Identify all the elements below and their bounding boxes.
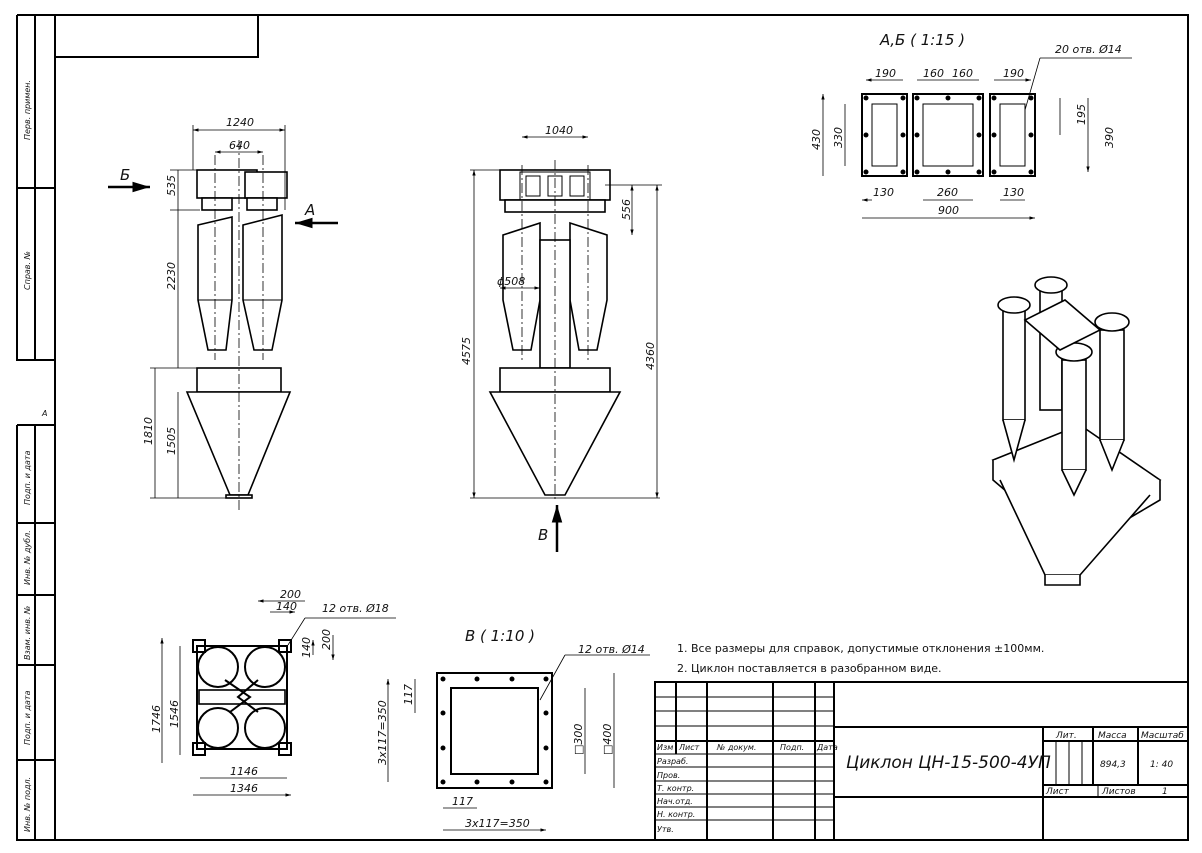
plan-view: 200 140 12 отв. Ø18 140 200 1746 1546 11… bbox=[150, 588, 396, 795]
front-view: 1240 640 535 2230 1810 1505 Б А bbox=[108, 116, 338, 510]
scale-label: Масштаб bbox=[1141, 731, 1184, 741]
view-v-dim-300: □300 bbox=[572, 724, 585, 755]
header-doc-no: № докум. bbox=[716, 743, 756, 752]
view-ab: А,Б ( 1:15 ) 20 отв. Ø14 190 160 160 190… bbox=[810, 31, 1132, 218]
dim-130a: 130 bbox=[873, 186, 894, 199]
dim-900: 900 bbox=[938, 204, 959, 217]
title-block: Изм Лист № докум. Подп. Дата Разраб. Про… bbox=[654, 681, 1189, 841]
view-v-dim-350h: 3x117=350 bbox=[465, 817, 530, 830]
view-v-dim-117v: 117 bbox=[402, 684, 415, 705]
header-izm: Изм bbox=[657, 743, 673, 752]
notes: 1. Все размеры для справок, допустимые о… bbox=[677, 642, 1044, 675]
plan-dim-1746: 1746 bbox=[150, 705, 163, 733]
dim-1505: 1505 bbox=[165, 427, 178, 455]
dim-640: 640 bbox=[229, 139, 250, 152]
sheet-label: Лист bbox=[1045, 787, 1070, 797]
role-prov: Пров. bbox=[657, 771, 680, 780]
lit-label: Лит. bbox=[1055, 731, 1077, 741]
plan-dim-1546: 1546 bbox=[168, 700, 181, 728]
drawing-name: Циклон ЦН-15-500-4УП bbox=[846, 753, 1051, 773]
dim-556: 556 bbox=[620, 199, 633, 220]
plan-dim-200: 200 bbox=[280, 588, 301, 601]
perv-primen-label: Перв. примен. bbox=[23, 80, 32, 140]
dim-1810: 1810 bbox=[142, 417, 155, 445]
side-strip: Перв. примен. Справ. № А Подп. и дата Ин… bbox=[16, 14, 55, 841]
role-utv: Утв. bbox=[657, 825, 674, 834]
podp-data-label-2: Подп. и дата bbox=[23, 690, 32, 745]
plan-dim-1346: 1346 bbox=[230, 782, 258, 795]
dim-2230: 2230 bbox=[165, 262, 178, 290]
dim-195: 195 bbox=[1075, 104, 1088, 125]
plan-dim-140: 140 bbox=[276, 600, 297, 613]
dim-390: 390 bbox=[1103, 127, 1116, 148]
role-t-kontr: Т. контр. bbox=[657, 784, 694, 793]
arrow-b-label: Б bbox=[120, 166, 130, 184]
dim-160a: 160 bbox=[923, 67, 944, 80]
format-mark: А bbox=[41, 409, 47, 418]
dim-1040: 1040 bbox=[545, 124, 573, 137]
plan-dim-1146: 1146 bbox=[230, 765, 258, 778]
dim-260: 260 bbox=[937, 186, 958, 199]
side-view: 1040 556 ϕ508 4575 4360 В bbox=[460, 124, 662, 552]
view-v-title: В ( 1:10 ) bbox=[465, 627, 535, 645]
vzam-inv-label: Взам. инв. № bbox=[23, 606, 32, 660]
plan-holes: 12 отв. Ø18 bbox=[322, 602, 389, 615]
header-list: Лист bbox=[678, 743, 700, 752]
view-v-dim-117h: 117 bbox=[452, 795, 473, 808]
view-v-dim-350v: 3x117=350 bbox=[376, 700, 389, 765]
podp-data-label-1: Подп. и дата bbox=[23, 450, 32, 505]
role-n-kontr: Н. контр. bbox=[657, 810, 695, 819]
role-nach-otd: Нач.отд. bbox=[657, 797, 693, 806]
sheet-frame bbox=[54, 14, 1189, 841]
mass-value: 894,3 bbox=[1100, 760, 1126, 770]
sheets-value: 1 bbox=[1162, 787, 1168, 797]
inv-podl-label: Инв. № подл. bbox=[23, 777, 32, 832]
scale-value: 1: 40 bbox=[1150, 760, 1173, 770]
dim-4360: 4360 bbox=[644, 342, 657, 370]
view-ab-holes: 20 отв. Ø14 bbox=[1055, 43, 1122, 56]
role-razrab: Разраб. bbox=[657, 757, 688, 766]
dim-190a: 190 bbox=[875, 67, 896, 80]
view-ab-title: А,Б ( 1:15 ) bbox=[879, 31, 965, 49]
plan-dim-140v: 140 bbox=[300, 637, 313, 658]
mass-label: Масса bbox=[1098, 731, 1127, 741]
dim-508: ϕ508 bbox=[497, 275, 525, 288]
note-2: 2. Циклон поставляется в разобранном вид… bbox=[677, 662, 942, 675]
dim-535: 535 bbox=[165, 175, 178, 196]
dim-130b: 130 bbox=[1003, 186, 1024, 199]
dim-430: 430 bbox=[810, 129, 823, 150]
arrow-v-label: В bbox=[538, 526, 548, 544]
view-v: В ( 1:10 ) 12 отв. Ø14 3x117=350 117 □30… bbox=[376, 627, 650, 830]
view-v-dim-400: □400 bbox=[601, 724, 614, 755]
sheets-label: Листов bbox=[1101, 787, 1136, 797]
header-data: Дата bbox=[816, 743, 838, 752]
header-podp: Подп. bbox=[780, 743, 804, 752]
sprav-no-label: Справ. № bbox=[23, 251, 32, 290]
plan-dim-200v: 200 bbox=[320, 629, 333, 650]
dim-1240: 1240 bbox=[226, 116, 254, 129]
isometric-view bbox=[991, 276, 1162, 586]
view-v-holes: 12 отв. Ø14 bbox=[578, 643, 645, 656]
dim-160b: 160 bbox=[952, 67, 973, 80]
arrow-a-label: А bbox=[304, 201, 315, 219]
note-1: 1. Все размеры для справок, допустимые о… bbox=[677, 642, 1044, 655]
inv-dubl-label: Инв. № дубл. bbox=[23, 530, 32, 585]
dim-4575: 4575 bbox=[460, 337, 473, 365]
dim-190b: 190 bbox=[1003, 67, 1024, 80]
dim-330: 330 bbox=[832, 127, 845, 148]
